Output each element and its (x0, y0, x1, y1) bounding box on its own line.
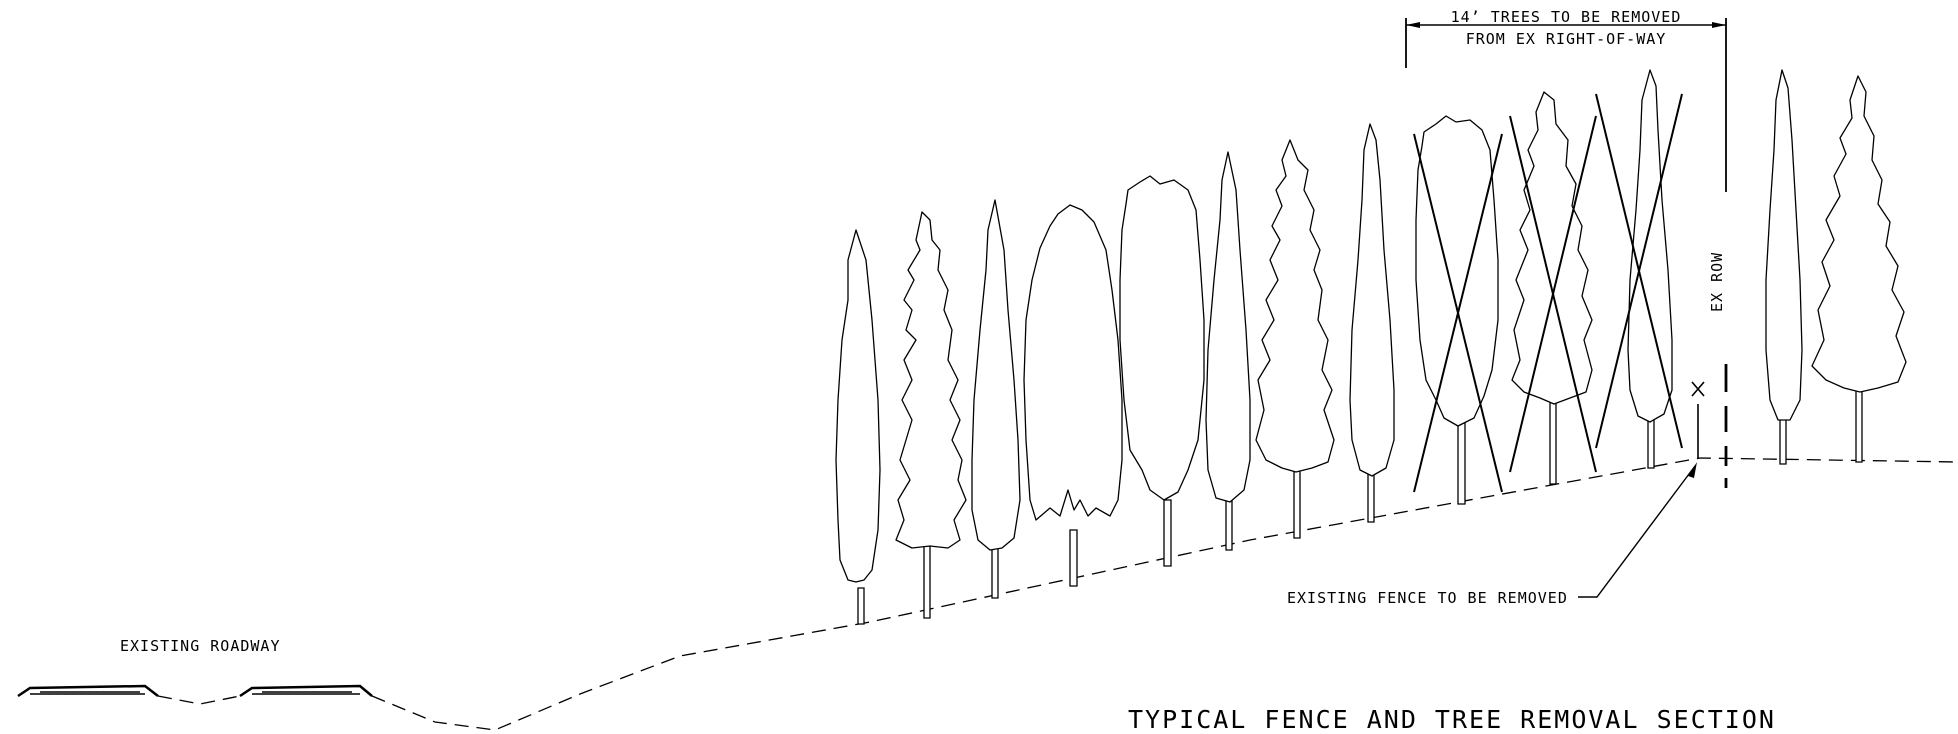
tree (895, 211, 967, 619)
removal-x-line (1595, 93, 1683, 449)
tree (1349, 123, 1395, 523)
tree (1765, 69, 1803, 465)
section-title: TYPICAL FENCE AND TREE REMOVAL SECTION (1128, 705, 1776, 734)
trees (835, 69, 1907, 625)
trees-removed-label-line2: FROM EX RIGHT-OF-WAY (1466, 30, 1667, 48)
trees-removed-label-line1: 14’ TREES TO BE REMOVED (1451, 8, 1682, 26)
existing-roadway-label: EXISTING ROADWAY (120, 637, 281, 655)
ground-profile (157, 457, 1958, 731)
dimension-14ft (1405, 18, 1726, 68)
fence-removed-label: EXISTING FENCE TO BE REMOVED (1287, 589, 1568, 607)
tree (971, 199, 1021, 599)
tree (1811, 75, 1907, 463)
tree (835, 229, 881, 625)
tree (1511, 91, 1593, 485)
removal-x-line (1413, 133, 1503, 493)
ex-row-label: EX ROW (1708, 252, 1726, 312)
tree (1119, 175, 1205, 567)
tree (1627, 69, 1673, 469)
tree (1023, 204, 1123, 587)
tree (1255, 139, 1335, 539)
removal-x-line (1509, 115, 1597, 473)
roadway-sections (17, 684, 373, 698)
tree (1415, 115, 1499, 505)
fence-leader (1578, 462, 1697, 598)
tree (1205, 151, 1251, 551)
removal-marks (1413, 93, 1683, 493)
fence-post (1691, 381, 1705, 458)
